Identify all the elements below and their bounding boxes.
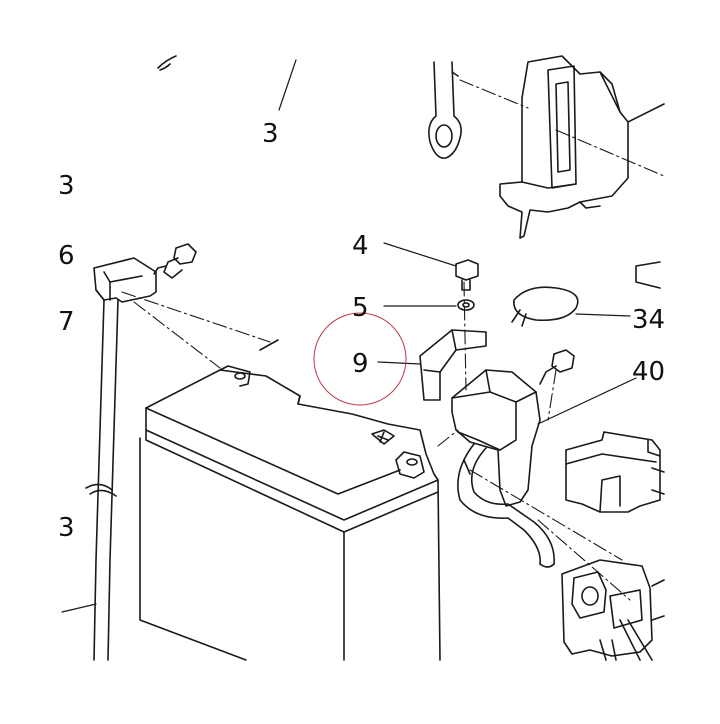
highlight-circle [313, 312, 407, 406]
leader-3-bottom-left [61, 603, 97, 613]
leader-9 [377, 361, 421, 365]
connector-housing-right [565, 431, 661, 513]
callout-3-left-lower: 3 [58, 513, 75, 543]
terminal-cap-40 [451, 369, 541, 507]
relay-assembly [561, 559, 665, 661]
battery [139, 339, 441, 661]
callout-6: 6 [58, 241, 75, 271]
callout-40: 40 [632, 357, 665, 387]
callout-3-left-upper: 3 [58, 171, 75, 201]
leader-40 [537, 377, 637, 425]
leader-3-top [278, 59, 297, 111]
washer-5 [457, 299, 475, 311]
cable-left [85, 299, 119, 661]
callout-9: 9 [352, 349, 369, 379]
strap-part [428, 61, 462, 159]
bracket-9 [419, 329, 487, 401]
bolt-6 [153, 243, 197, 279]
leader-4 [383, 242, 457, 267]
callout-34: 34 [632, 305, 665, 335]
cap-cable [457, 443, 555, 568]
leader-34 [575, 313, 631, 317]
bolt-40 [539, 349, 575, 385]
callout-7: 7 [58, 307, 75, 337]
alignment-lines [121, 79, 665, 601]
ring-34 [511, 286, 579, 327]
right-edge-small [651, 467, 665, 495]
callout-5: 5 [352, 293, 369, 323]
callout-3-top: 3 [262, 119, 279, 149]
callout-4: 4 [352, 231, 369, 261]
top-left-fragment [157, 55, 177, 71]
bracket-part-top-right [499, 55, 665, 239]
cable-terminal-left [93, 257, 157, 303]
bolt-4 [455, 259, 479, 291]
right-edge-part [635, 261, 661, 289]
